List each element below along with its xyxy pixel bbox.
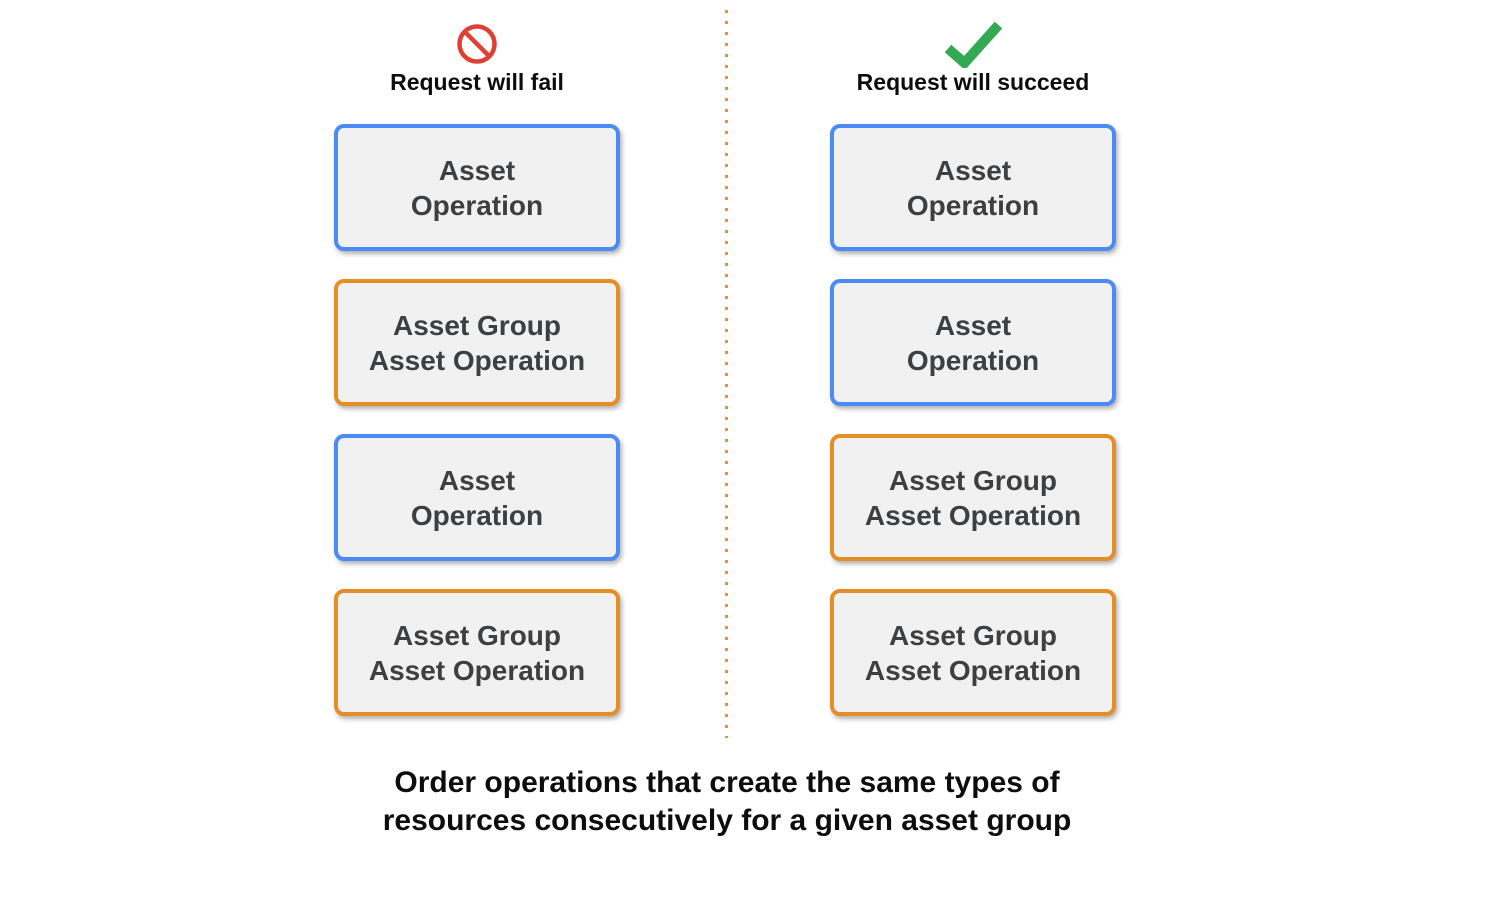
box-label-line: Asset Operation bbox=[368, 344, 586, 376]
box-label-line: Asset Operation bbox=[368, 654, 586, 686]
fail-column: Request will fail Asset Operation Asset … bbox=[334, 20, 620, 716]
asset-operation-box: Asset Operation bbox=[334, 124, 620, 251]
box-label-line: Asset bbox=[438, 154, 516, 186]
asset-operation-box: Asset Operation bbox=[830, 124, 1116, 251]
asset-operation-box: Asset Operation bbox=[830, 279, 1116, 406]
asset-group-asset-operation-box: Asset Group Asset Operation bbox=[830, 589, 1116, 716]
dotted-divider bbox=[725, 10, 728, 738]
box-label-line: Operation bbox=[410, 499, 544, 531]
asset-group-asset-operation-box: Asset Group Asset Operation bbox=[334, 279, 620, 406]
asset-group-asset-operation-box: Asset Group Asset Operation bbox=[334, 589, 620, 716]
caption-line: Order operations that create the same ty… bbox=[394, 766, 1060, 799]
fail-heading: Request will fail bbox=[390, 69, 564, 95]
caption-line: resources consecutively for a given asse… bbox=[382, 804, 1072, 837]
succeed-column: Request will succeed Asset Operation Ass… bbox=[830, 20, 1116, 716]
asset-operation-box: Asset Operation bbox=[334, 434, 620, 561]
checkmark-icon bbox=[942, 20, 1004, 68]
box-label-line: Asset Group bbox=[888, 619, 1058, 651]
asset-group-asset-operation-box: Asset Group Asset Operation bbox=[830, 434, 1116, 561]
diagram-caption: Order operations that create the same ty… bbox=[0, 764, 1454, 840]
box-label-line: Asset Operation bbox=[864, 499, 1082, 531]
box-label-line: Asset bbox=[934, 309, 1012, 341]
box-label-line: Asset bbox=[934, 154, 1012, 186]
succeed-heading: Request will succeed bbox=[856, 69, 1090, 95]
box-label-line: Operation bbox=[410, 189, 544, 221]
box-label-line: Asset bbox=[438, 464, 516, 496]
box-label-line: Asset Operation bbox=[864, 654, 1082, 686]
box-label-line: Operation bbox=[906, 344, 1040, 376]
box-label-line: Operation bbox=[906, 189, 1040, 221]
box-label-line: Asset Group bbox=[392, 309, 562, 341]
box-label-line: Asset Group bbox=[392, 619, 562, 651]
box-label-line: Asset Group bbox=[888, 464, 1058, 496]
no-entry-icon bbox=[455, 20, 499, 68]
